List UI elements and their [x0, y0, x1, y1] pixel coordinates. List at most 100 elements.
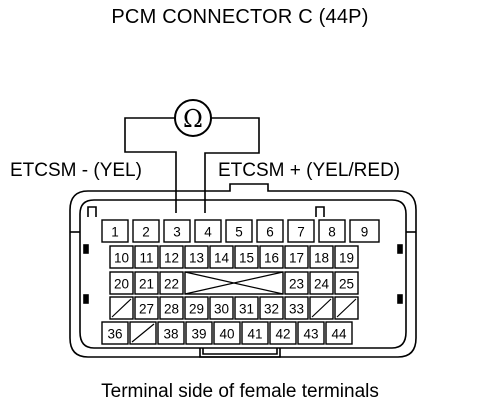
unused-cavity [309, 296, 334, 320]
cavity-outline [213, 321, 241, 345]
cavity-outline [132, 219, 160, 243]
pin-number: 2 [142, 225, 150, 240]
pin-cavity-12: 12 [159, 245, 184, 269]
cavity-slash [131, 323, 155, 343]
pin-cavity-3: 3 [163, 219, 191, 243]
pin-number: 1 [111, 225, 119, 240]
cavity-outline [134, 296, 159, 320]
cavity-outline [109, 245, 134, 269]
pin-number: 32 [264, 302, 279, 317]
pin-cavity-16: 16 [259, 245, 284, 269]
cavity-outline [284, 296, 309, 320]
pin-number: 39 [191, 327, 206, 342]
pin-cavity-39: 39 [185, 321, 213, 345]
pin-cavity-18: 18 [309, 245, 334, 269]
pin-cavity-43: 43 [297, 321, 325, 345]
pin-number: 3 [173, 225, 181, 240]
pin-number: 44 [331, 327, 347, 342]
pin-number: 28 [164, 302, 179, 317]
negative-probe-lead [124, 117, 177, 213]
pin-number: 31 [239, 302, 254, 317]
ohmmeter: Ω [124, 99, 260, 213]
pin-cavity-10: 10 [109, 245, 134, 269]
pin-cavity-24: 24 [309, 271, 334, 295]
pin-cavity-33: 33 [284, 296, 309, 320]
pin-number: 33 [289, 302, 304, 317]
pin-number: 15 [239, 251, 254, 266]
pin-number: 17 [289, 251, 304, 266]
cavity-slash [336, 298, 357, 318]
pin-cavity-23: 23 [284, 271, 309, 295]
pin-cavity-15: 15 [234, 245, 259, 269]
pin-number: 27 [139, 302, 154, 317]
pin-number: 23 [289, 277, 304, 292]
cavity-outline [234, 296, 259, 320]
pin-cavity-28: 28 [159, 296, 184, 320]
pin-cavity-36: 36 [101, 321, 129, 345]
cavity-outline [134, 271, 159, 295]
pin-number: 11 [139, 251, 153, 266]
pin-cavity-41: 41 [241, 321, 269, 345]
pin-number: 22 [164, 277, 179, 292]
pin-number: 20 [114, 277, 129, 292]
pin-cavity-32: 32 [259, 296, 284, 320]
cavity-outline [157, 321, 185, 345]
pin-cavity-42: 42 [269, 321, 297, 345]
cavity-outline [256, 219, 284, 243]
pin-number: 30 [214, 302, 229, 317]
pin-cavity-11: 11 [134, 245, 159, 269]
pin-cavity-4: 4 [194, 219, 222, 243]
pin-number: 36 [107, 327, 122, 342]
pin-number: 10 [114, 251, 129, 266]
cavity-outline [334, 245, 359, 269]
cavity-outline [309, 271, 334, 295]
pin-cavity-27: 27 [134, 296, 159, 320]
terminal-side-caption: Terminal side of female terminals [101, 381, 379, 402]
pin-number: 4 [204, 225, 212, 240]
pin-number: 19 [339, 251, 354, 266]
pin-cavity-13: 13 [184, 245, 209, 269]
cavity-slash [111, 298, 132, 318]
pin-cavity-38: 38 [157, 321, 185, 345]
cavity-cross [184, 271, 284, 295]
cavity-outline [101, 321, 129, 345]
pin-number: 21 [139, 277, 154, 292]
pin-number: 41 [247, 327, 262, 342]
cavity-outline [159, 271, 184, 295]
pin-number: 29 [189, 302, 204, 317]
cavity-outline [209, 245, 234, 269]
pin-cavity-1: 1 [101, 219, 129, 243]
cavity-outline [284, 245, 309, 269]
pin-cavity-29: 29 [184, 296, 209, 320]
cavity-outline [101, 219, 129, 243]
pin-cavity-44: 44 [325, 321, 353, 345]
pin-number: 7 [297, 225, 305, 240]
cavity-outline [325, 321, 353, 345]
cavity-outline [184, 296, 209, 320]
cavity-outline [109, 271, 134, 295]
pin-cavity-19: 19 [334, 245, 359, 269]
diagram-title: PCM CONNECTOR C (44P) [111, 6, 369, 28]
pin-number: 25 [339, 277, 354, 292]
unused-cavity [334, 296, 359, 320]
pin-cavity-6: 6 [256, 219, 284, 243]
pin-number: 12 [164, 251, 179, 266]
pin-cavity-40: 40 [213, 321, 241, 345]
pin-number: 24 [314, 277, 330, 292]
pin-number: 43 [303, 327, 318, 342]
cavity-slash [311, 298, 332, 318]
etcsm-positive-label: ETCSM + (YEL/RED) [218, 160, 401, 181]
cavity-outline [259, 296, 284, 320]
pin-number: 5 [235, 225, 243, 240]
pin-number: 18 [314, 251, 329, 266]
pin-number: 8 [328, 225, 336, 240]
pin-cavity-14: 14 [209, 245, 234, 269]
etcsm-negative-label: ETCSM - (YEL) [10, 160, 142, 181]
positive-probe-lead [204, 117, 260, 213]
cavity-outline [284, 271, 309, 295]
cavity-outline [159, 245, 184, 269]
cavity-outline [259, 245, 284, 269]
pin-number: 14 [214, 251, 230, 266]
cavity-outline [269, 321, 297, 345]
cavity-outline [297, 321, 325, 345]
